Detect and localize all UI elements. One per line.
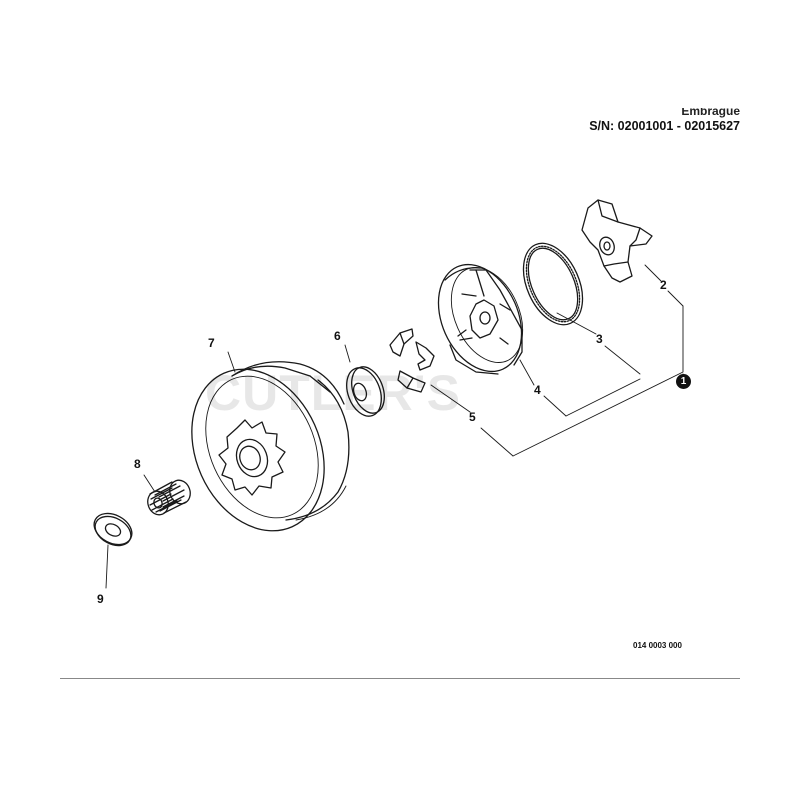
clutch-carrier-part-2 [581, 199, 653, 283]
leader-3a [556, 312, 597, 335]
leader-3b [604, 345, 641, 375]
leader-6 [344, 344, 351, 363]
needle-bearing-part-8 [147, 479, 191, 516]
springs-part-5 [389, 328, 435, 393]
leader-9 [105, 544, 109, 589]
assembly-callout-badge: 1 [676, 374, 691, 389]
assembly-bracket-3 [565, 378, 641, 417]
leader-4a [519, 359, 535, 386]
figure-code: 014 0003 000 [633, 641, 682, 650]
callout-8: 8 [134, 457, 141, 471]
diagram-header: Embrague S/N: 02001001 - 02015627 [589, 108, 740, 134]
assembly-bracket-main [512, 305, 684, 457]
callout-3: 3 [596, 332, 603, 346]
callout-4: 4 [534, 383, 541, 397]
watermark: CUTLER'S [205, 365, 461, 421]
clutch-shoes-part-4 [437, 263, 524, 375]
callout-5: 5 [469, 410, 476, 424]
leader-5b [480, 427, 514, 457]
callout-2: 2 [660, 278, 667, 292]
washer-part-6 [346, 366, 385, 417]
leader-4b [543, 395, 567, 417]
callout-7: 7 [208, 336, 215, 350]
washer-part-9 [93, 512, 133, 547]
callout-6: 6 [334, 329, 341, 343]
serial-number-range: S/N: 02001001 - 02015627 [589, 119, 740, 133]
leader-2a [644, 264, 662, 282]
footer-divider [60, 678, 740, 679]
clutch-drum-part-7 [191, 361, 350, 532]
spring-ring-part-3 [522, 242, 584, 326]
callout-9: 9 [97, 592, 104, 606]
diagram-subtitle: Embrague [681, 108, 740, 118]
leader-lines [105, 264, 684, 589]
leader-2b [667, 290, 684, 307]
leader-5a [430, 384, 471, 413]
leader-7 [227, 351, 236, 373]
leader-8 [143, 474, 156, 493]
